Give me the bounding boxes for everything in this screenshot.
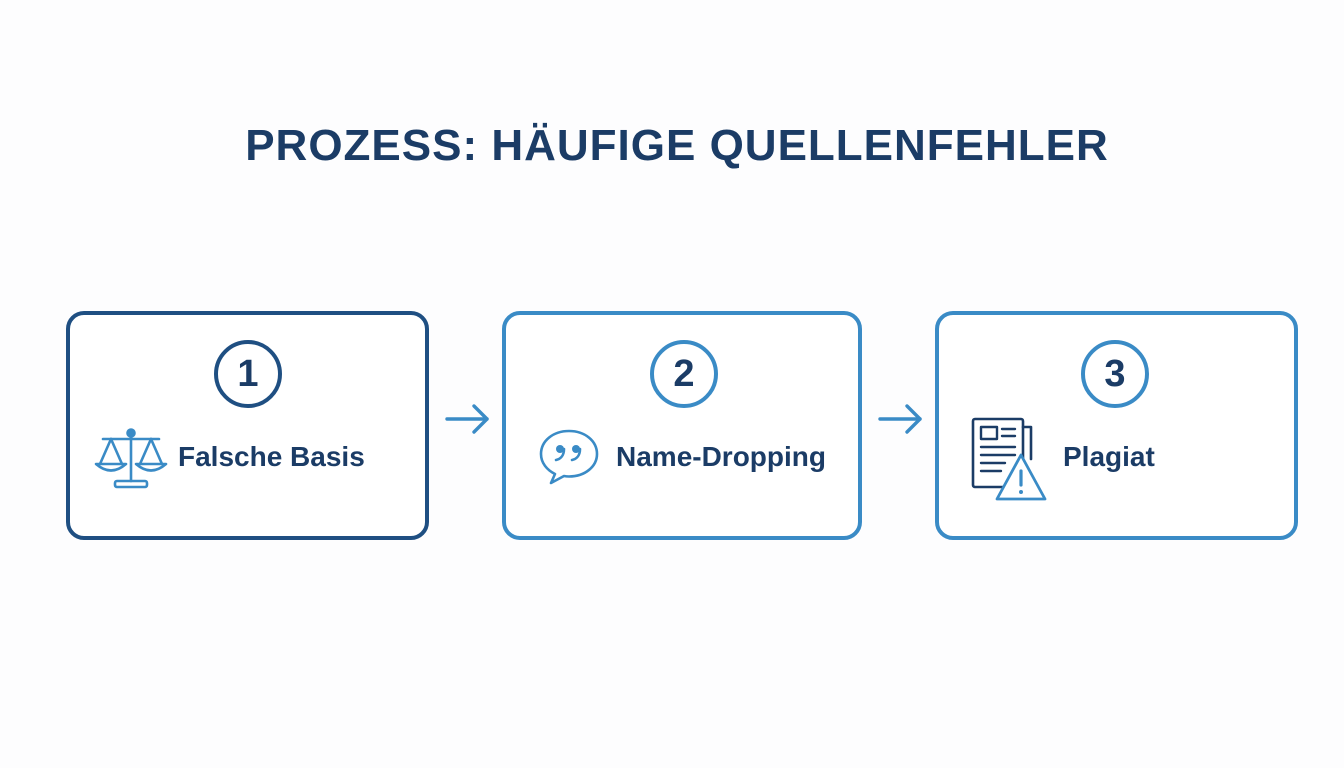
step-card-3: 3 Plagiat <box>935 311 1298 540</box>
step-label: Name-Dropping <box>616 441 826 472</box>
document-warning-icon <box>969 415 1051 507</box>
step-card-2: 2 Name-Dropping <box>502 311 862 540</box>
step-number-badge: 2 <box>650 340 718 408</box>
page-title: PROZESS: HÄUFIGE QUELLENFEHLER <box>245 121 1109 170</box>
step-number-badge: 1 <box>214 340 282 408</box>
step-label: Falsche Basis <box>178 441 365 472</box>
step-card-1: 1 Falsche Basis <box>66 311 429 540</box>
scales-icon <box>91 425 171 493</box>
arrow-right-icon <box>444 401 492 442</box>
arrow-right-icon <box>877 401 925 442</box>
step-label: Plagiat <box>1063 441 1155 472</box>
step-number-badge: 3 <box>1081 340 1149 408</box>
quote-bubble-icon <box>537 427 601 487</box>
